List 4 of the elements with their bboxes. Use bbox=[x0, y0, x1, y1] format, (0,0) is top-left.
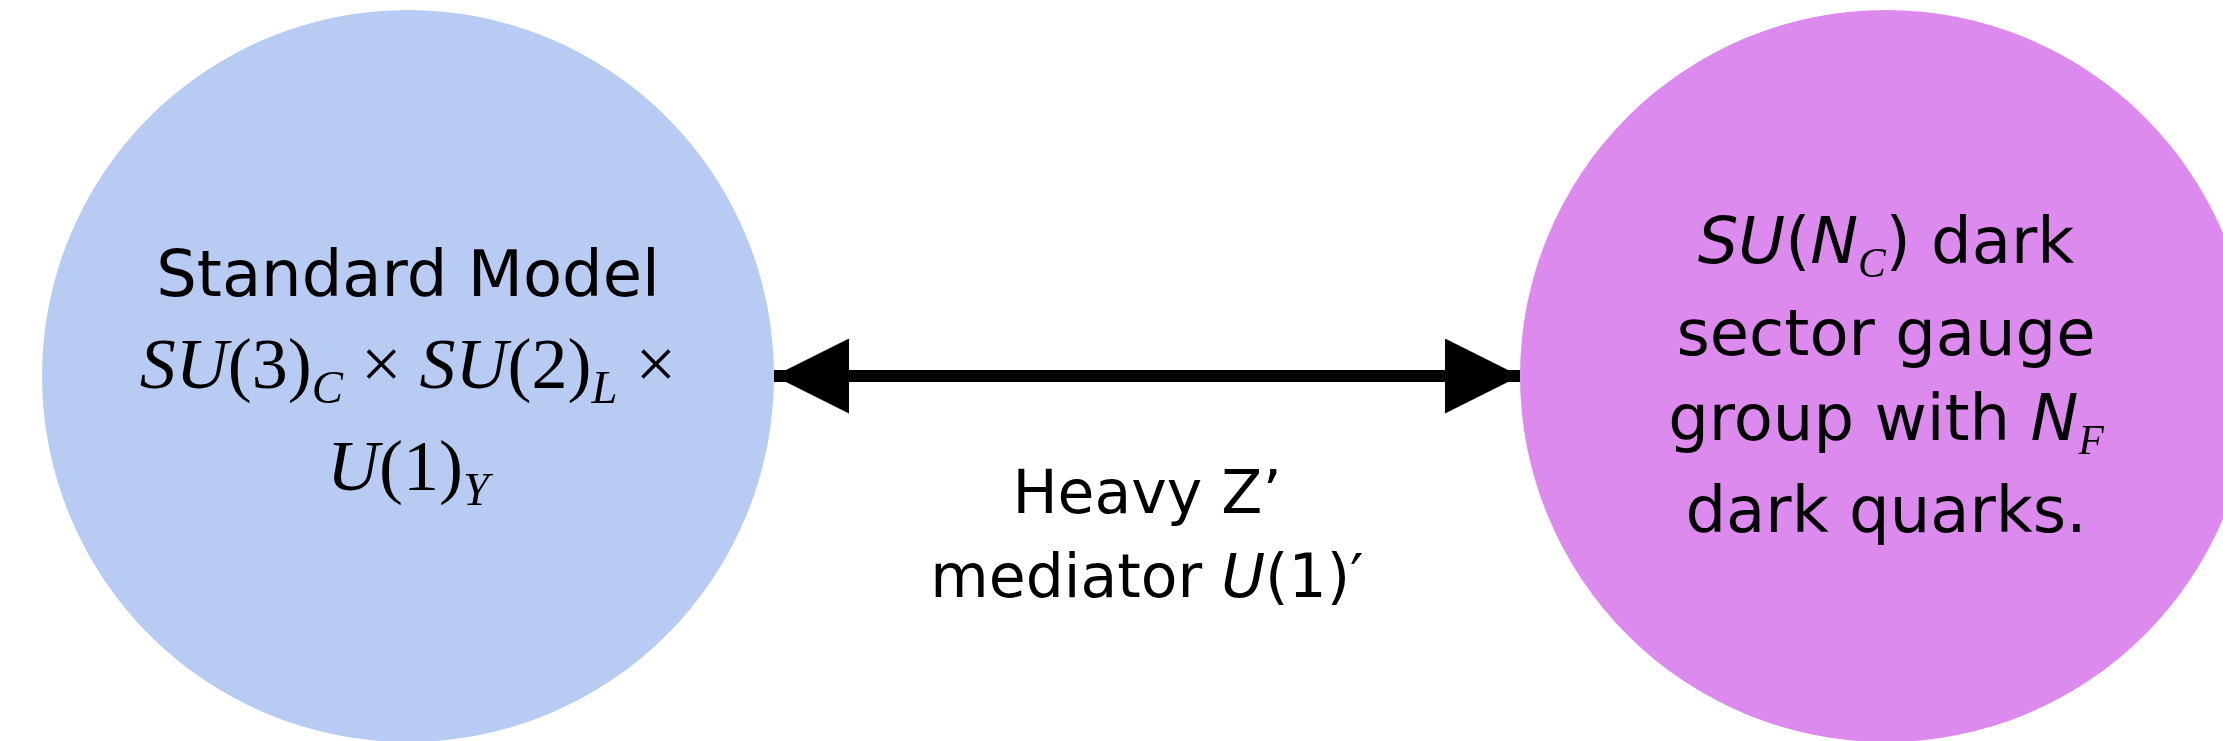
node-text: SU(N$_{C}$) dark sector gauge group with N$_{F}$ dark quarks. bbox=[1667, 202, 2106, 550]
double-arrow bbox=[774, 338, 1520, 414]
node-text: Standard Model bbox=[155, 235, 661, 313]
formula-text: SU(3)$_{C}$ × SU(2)$_{L}$ × U(1)$_{Y}$ bbox=[138, 322, 678, 517]
